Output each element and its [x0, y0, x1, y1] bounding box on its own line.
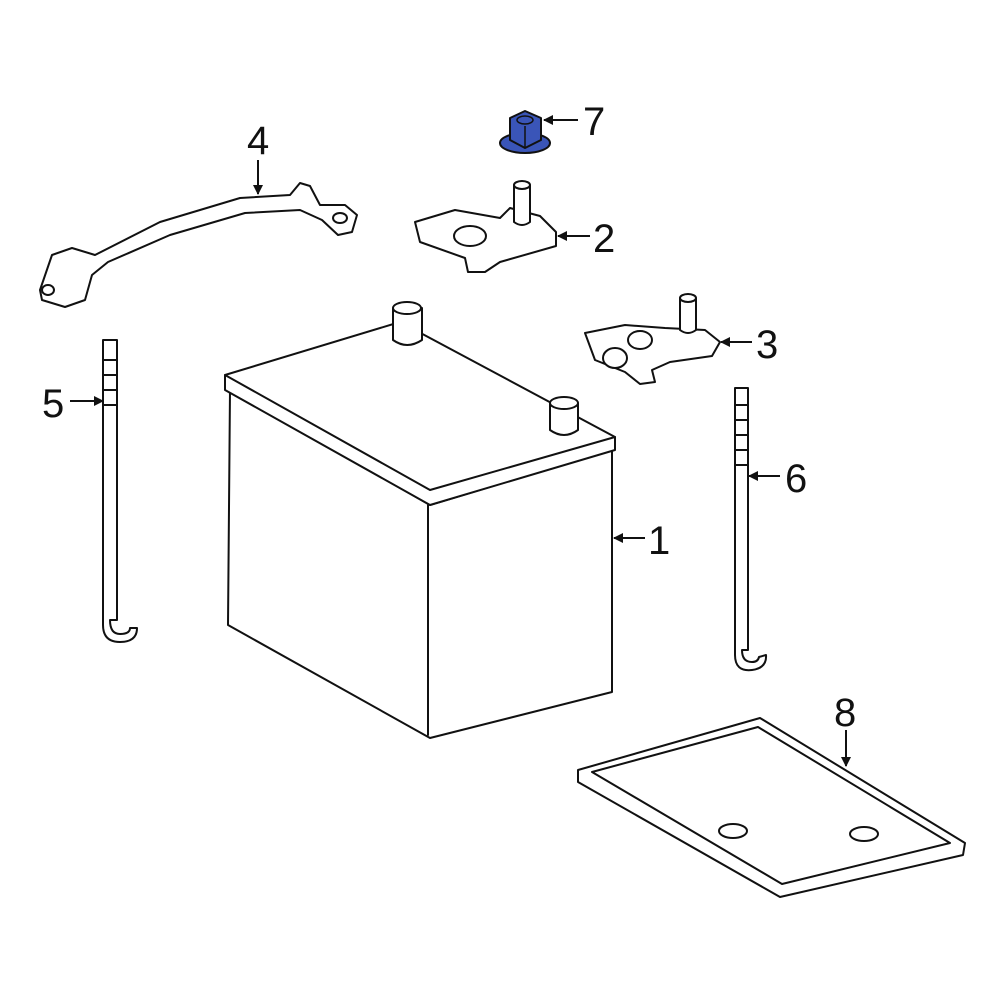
positive-terminal[interactable] — [414, 180, 557, 273]
battery-post-rear — [392, 301, 423, 346]
nut[interactable] — [499, 110, 551, 154]
callout-4[interactable]: 4 — [247, 119, 270, 163]
hold-down-bracket[interactable] — [39, 182, 358, 308]
callout-6[interactable]: 6 — [785, 457, 808, 501]
callout-2[interactable]: 2 — [593, 217, 616, 261]
callout-5[interactable]: 5 — [42, 382, 65, 426]
hold-down-rod-right[interactable] — [734, 387, 768, 672]
battery-post-front — [549, 396, 579, 436]
hold-down-rod-left[interactable] — [102, 339, 138, 643]
callout-8[interactable]: 8 — [834, 691, 857, 735]
battery[interactable] — [224, 301, 616, 739]
negative-terminal[interactable] — [584, 293, 721, 385]
callout-1[interactable]: 1 — [648, 519, 671, 563]
battery-tray[interactable] — [577, 717, 966, 898]
callout-7[interactable]: 7 — [583, 100, 606, 144]
callout-3[interactable]: 3 — [756, 323, 779, 367]
